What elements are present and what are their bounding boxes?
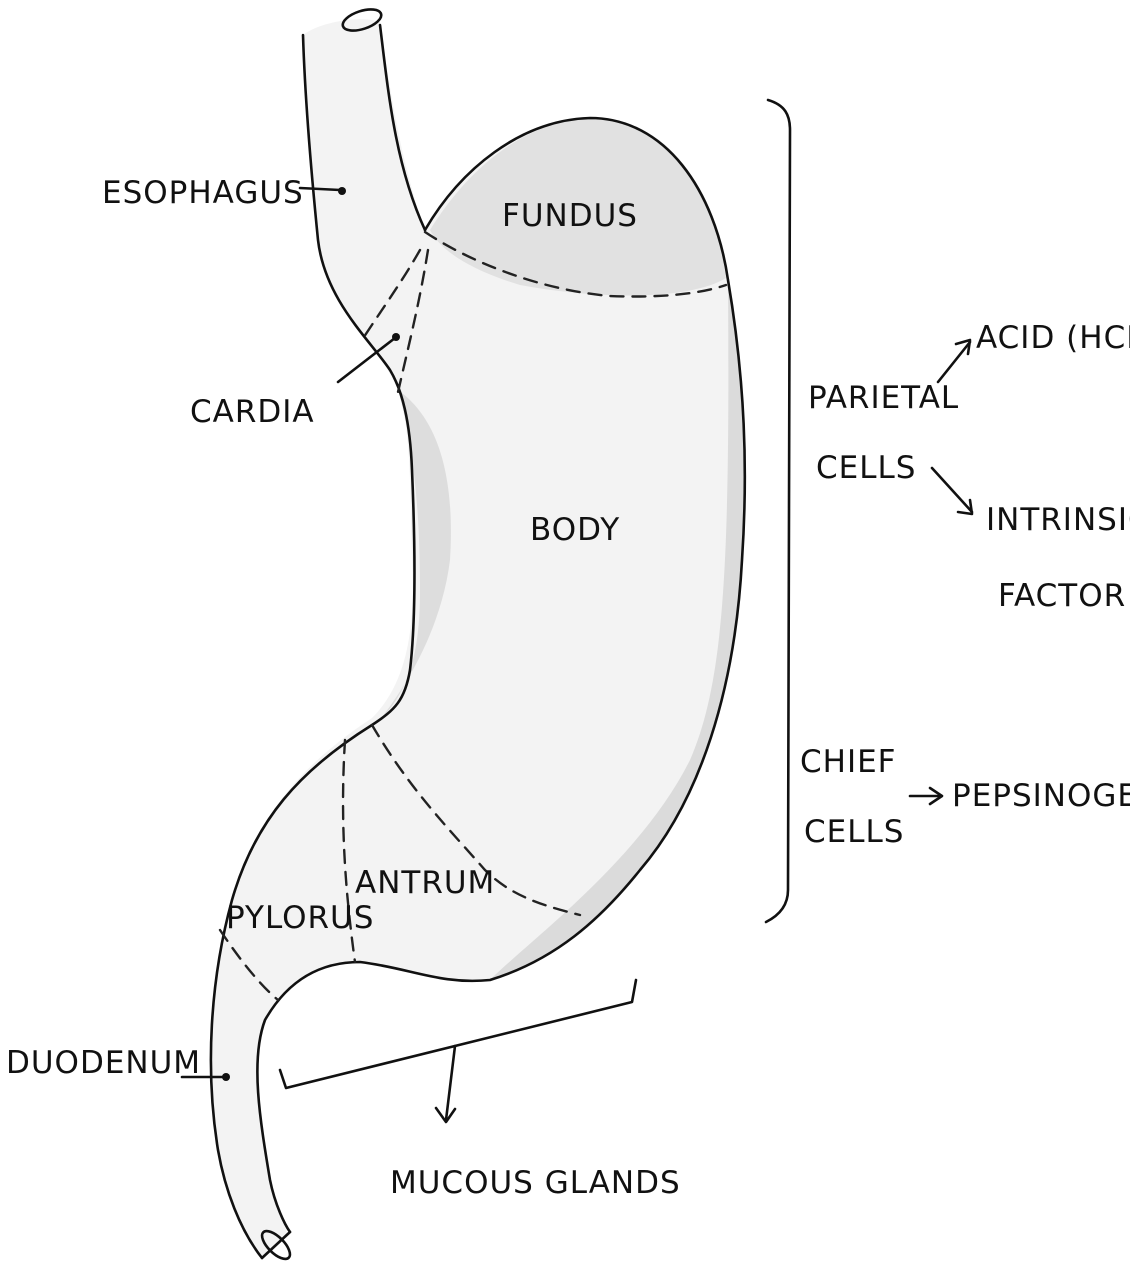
cardia-label: CARDIA bbox=[190, 394, 315, 430]
intrinsic-arrow bbox=[932, 468, 972, 512]
pepsinogen-label: PEPSINOGEN bbox=[952, 778, 1130, 814]
mucous-bracket bbox=[280, 980, 636, 1088]
cells-bracket bbox=[766, 100, 790, 922]
esophagus-dot bbox=[338, 187, 346, 195]
pylorus-label: PYLORUS bbox=[226, 900, 374, 936]
parietal-label-line2: CELLS bbox=[816, 450, 916, 486]
duodenum-dot bbox=[222, 1073, 230, 1081]
esophagus-label: ESOPHAGUS bbox=[102, 175, 304, 211]
parietal-label-line1: PARIETAL bbox=[808, 380, 959, 416]
fundus-label: FUNDUS bbox=[502, 198, 638, 234]
duodenum-label: DUODENUM bbox=[6, 1045, 201, 1081]
intrinsic-arrow-head bbox=[958, 500, 972, 514]
antrum-label: ANTRUM bbox=[355, 865, 495, 901]
acid-label: ACID (HCL) bbox=[976, 320, 1130, 356]
mucous-glands-label: MUCOUS GLANDS bbox=[390, 1165, 681, 1201]
chief-label-line1: CHIEF bbox=[800, 744, 897, 780]
body-label: BODY bbox=[530, 512, 620, 548]
cardia-dot bbox=[392, 333, 400, 341]
intrinsic-label-line2: FACTOR bbox=[998, 578, 1126, 614]
acid-arrow bbox=[938, 342, 970, 382]
chief-label-line2: CELLS bbox=[804, 814, 904, 850]
intrinsic-label-line1: INTRINSIC bbox=[986, 502, 1130, 538]
